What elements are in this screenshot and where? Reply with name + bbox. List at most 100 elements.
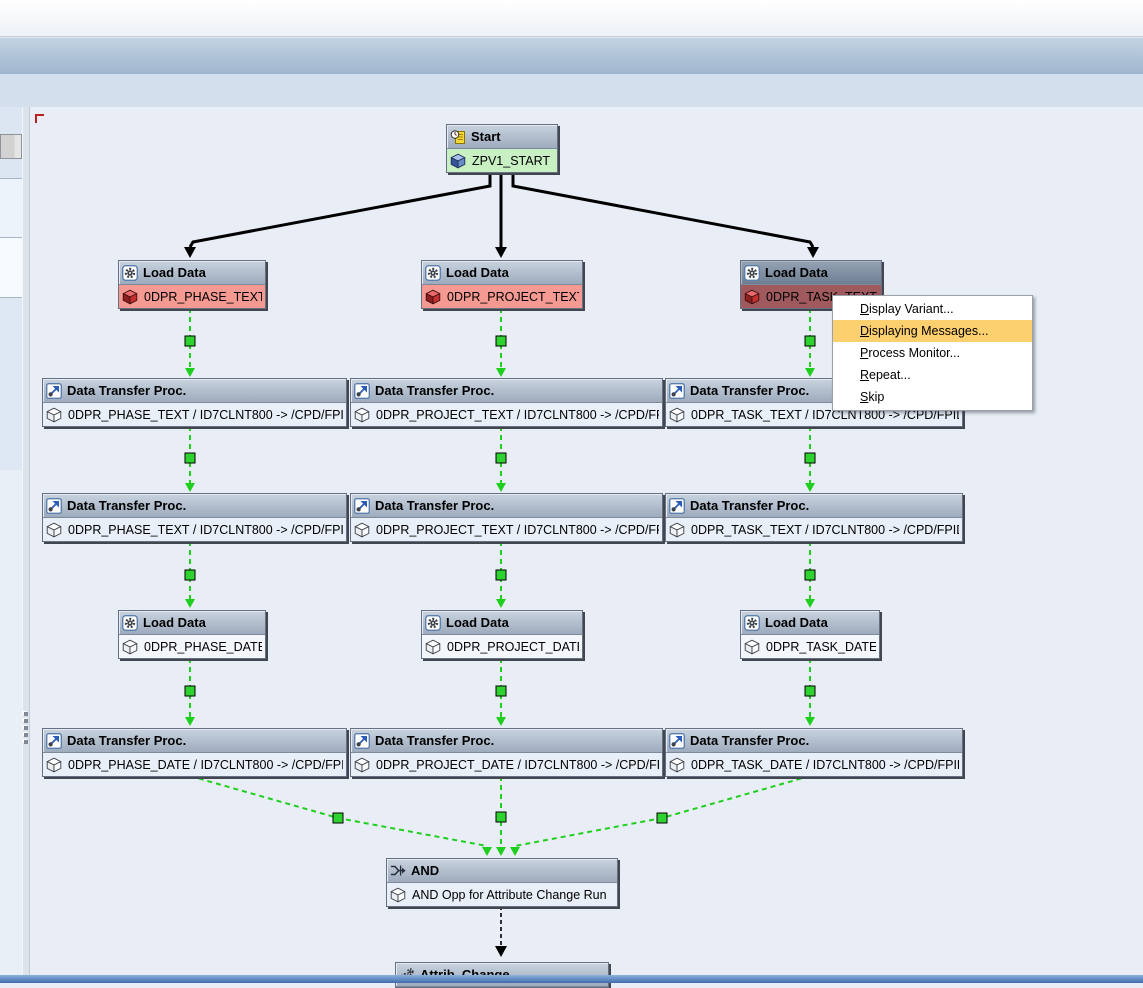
node-dtp-task-text-2[interactable]: Data Transfer Proc. 0DPR_TASK_TEXT / ID7C… [665,493,963,542]
cube-white-icon [354,407,371,423]
node-dtp-phase-text-1[interactable]: Data Transfer Proc. 0DPR_PHASE_TEXT / ID7… [42,378,347,427]
node-variant-label: 0DPR_PHASE_DATE [144,639,262,654]
node-title: Load Data [765,615,828,630]
menu-bar [0,0,1143,37]
node-dtp-project-text-1[interactable]: Data Transfer Proc. 0DPR_PROJECT_TEXT / I… [350,378,663,427]
gear-icon [744,264,761,281]
cube-white-icon [669,407,686,423]
node-title: Data Transfer Proc. [67,383,187,398]
node-title: Load Data [143,265,206,280]
gear-icon [122,614,139,631]
node-load-phase-text[interactable]: Load Data 0DPR_PHASE_TEXT [118,260,266,309]
node-variant-label: 0DPR_PHASE_DATE / ID7CLNT800 -> /CPD/FPI… [68,757,343,772]
node-load-project-date[interactable]: Load Data 0DPR_PROJECT_DATE [421,610,583,659]
node-variant-label: 0DPR_PHASE_TEXT / ID7CLNT800 -> /CPD/FPI… [68,522,343,537]
cube-white-icon [425,639,442,655]
gear-icon [425,264,442,281]
dtp-icon [46,497,63,514]
cube-white-icon [46,407,63,423]
clock-icon [450,129,467,145]
dtp-icon [669,497,686,514]
node-title: Load Data [446,615,509,630]
node-dtp-project-text-2[interactable]: Data Transfer Proc.0DPR_PROJECT_TEXT / I… [350,493,663,542]
focus-corner-mark [35,114,44,116]
dtp-icon [669,382,686,399]
node-variant-label: 0DPR_PHASE_TEXT / ID7CLNT800 -> /CPD/FPI… [68,407,343,422]
left-panel-section [0,470,22,983]
node-dtp-project-date[interactable]: Data Transfer Proc. 0DPR_PROJECT_DATE / I… [350,728,663,777]
node-dtp-phase-text-2[interactable]: Data Transfer Proc. 0DPR_PHASE_TEXT / ID7… [42,493,347,542]
dtp-icon [354,732,371,749]
menu-item-display-variant[interactable]: Display Variant... [860,302,954,316]
node-variant-label: 0DPR_PROJECT_TEXT [447,289,579,304]
cube-white-icon [354,522,371,538]
application-toolbar [0,74,1143,108]
cube-white-icon [354,757,371,773]
left-panel-button[interactable] [0,134,22,159]
cube-white-icon [46,757,63,773]
node-title: Data Transfer Proc. [375,383,495,398]
cube-red-icon [122,289,139,305]
node-variant-label: AND Opp for Attribute Change Run [412,887,607,902]
dtp-icon [46,732,63,749]
bottom-status-strip [0,975,1143,983]
node-load-project-text[interactable]: Load Data 0DPR_PROJECT_TEXT [421,260,583,309]
and-icon [390,863,407,879]
node-load-task-date[interactable]: Load Data 0DPR_TASK_DATE [740,610,880,659]
focus-corner-mark [35,114,37,123]
node-title: Load Data [143,615,206,630]
node-variant-label: 0DPR_TASK_DATE [766,639,876,654]
node-variant-label: ZPV1_START [472,153,551,168]
node-variant-label: 0DPR_PROJECT_TEXT / ID7CLNT800 -> /CPD/F… [376,522,659,537]
process-chain-canvas[interactable] [30,107,1143,983]
node-variant-label: 0DPR_TASK_TEXT / ID7CLNT800 -> /CPD/FPID [691,407,959,422]
cube-white-icon [744,639,761,655]
gear-icon [744,614,761,631]
standard-toolbar [0,37,1143,75]
node-title: Load Data [765,265,828,280]
dtp-icon [669,732,686,749]
left-panel-section [0,237,22,297]
cube-white-icon [669,522,686,538]
node-title: Data Transfer Proc. [67,498,187,513]
node-title: Data Transfer Proc. [690,498,810,513]
node-variant-label: 0DPR_TASK_DATE / ID7CLNT800 -> /CPD/FPID [691,757,959,772]
cube-blue-icon [450,153,467,169]
left-panel-section [0,159,22,178]
gear-icon [425,614,442,631]
node-dtp-task-date[interactable]: Data Transfer Proc. 0DPR_TASK_DATE / ID7C… [665,728,963,777]
node-title: Data Transfer Proc. [67,733,187,748]
dtp-icon [354,497,371,514]
cube-red-icon [425,289,442,305]
cube-white-icon [390,887,407,903]
left-panel-section [0,297,22,470]
cube-white-icon [669,757,686,773]
node-title: Load Data [446,265,509,280]
cube-white-icon [46,522,63,538]
panel-splitter[interactable] [22,107,30,983]
node-variant-label: 0DPR_PROJECT_TEXT / ID7CLNT800 -> /CPD/F… [376,407,659,422]
menu-item-displaying-messages[interactable]: Displaying Messages... [833,320,1032,342]
left-panel-section [0,178,22,237]
menu-item-repeat[interactable]: Repeat... [860,368,911,382]
gear-icon [122,264,139,281]
node-variant-label: 0DPR_TASK_TEXT / ID7CLNT800 -> /CPD/FPID [691,522,959,537]
node-variant-label: 0DPR_PROJECT_DATE / ID7CLNT800 -> /CPD/F… [376,757,659,772]
node-variant-label: 0DPR_PHASE_TEXT [144,289,262,304]
node-load-phase-date[interactable]: Load Data 0DPR_PHASE_DATE [118,610,266,659]
dtp-icon [354,382,371,399]
cube-red-icon [744,289,761,305]
menu-item-process-monitor[interactable]: Process Monitor... [860,346,961,360]
node-variant-label: 0DPR_PROJECT_DATE [447,639,579,654]
node-dtp-phase-date[interactable]: Data Transfer Proc. 0DPR_PHASE_DATE / ID7… [42,728,347,777]
node-title: Data Transfer Proc. [690,733,810,748]
menu-item-skip[interactable]: Skip [860,390,885,404]
context-menu: Display Variant... Displaying Messages...… [832,295,1033,411]
left-panel-section [0,107,22,134]
cube-white-icon [122,639,139,655]
node-title: Data Transfer Proc. [375,733,495,748]
node-title: Data Transfer Proc. [690,383,810,398]
dtp-icon [46,382,63,399]
